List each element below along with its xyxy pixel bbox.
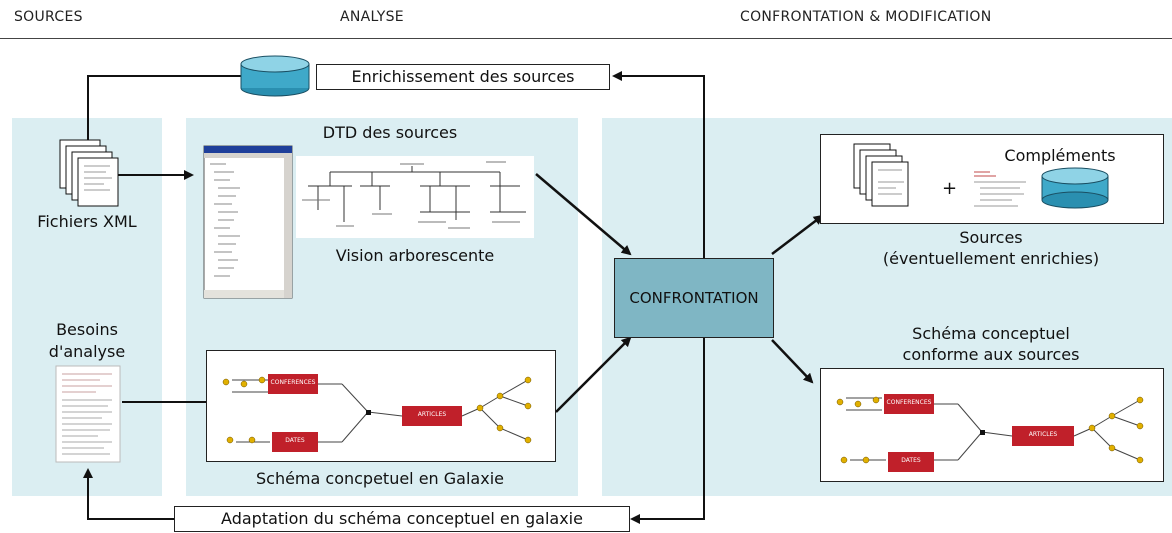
galaxy-label: Schéma concpetuel en Galaxie: [255, 469, 504, 488]
fact-conferences-result: CONFERENCES: [886, 399, 932, 406]
dtd-title: DTD des sources: [322, 123, 458, 142]
arrow-confrontation-to-sources: [771, 214, 824, 255]
schema-label-line2: conforme aux sources: [902, 345, 1080, 364]
galaxy-schema-box: [206, 350, 556, 462]
tree-label: Vision arborescente: [335, 246, 495, 265]
arrow-galaxy-to-confrontation: [555, 336, 632, 413]
needs-label-line1: Besoins: [56, 320, 118, 339]
adaptation-label: Adaptation du schéma conceptuel en galax…: [174, 506, 630, 532]
plus-sign: +: [942, 178, 958, 199]
arrow-adaptation-to-needs: [83, 468, 176, 520]
arrow-adaptation-return: [630, 490, 705, 524]
header-analyse: ANALYSE: [340, 9, 404, 25]
conform-schema-box: [820, 368, 1164, 482]
fact-articles-result: ARTICLES: [1028, 431, 1058, 438]
needs-label-line2: d'analyse: [48, 342, 126, 361]
arrow-enrichment-return: [612, 71, 705, 500]
fact-conferences: CONFERENCES: [270, 379, 316, 386]
fact-dates: DATES: [285, 437, 305, 444]
sources-label-line2: (éventuellement enrichies): [882, 249, 1100, 268]
header-divider: [0, 38, 1172, 39]
schema-label-line1: Schéma conceptuel: [912, 324, 1070, 343]
arrow-confrontation-to-schema: [771, 339, 814, 384]
complements-label: Compléments: [1004, 146, 1116, 165]
sources-label-line1: Sources: [959, 228, 1023, 247]
fact-articles: ARTICLES: [417, 411, 447, 418]
header-sources: SOURCES: [14, 9, 83, 25]
enrichment-label: Enrichissement des sources: [316, 64, 610, 90]
confrontation-box: CONFRONTATION: [614, 258, 774, 338]
fact-dates-result: DATES: [901, 457, 921, 464]
arrow-enrichment-to-files: [83, 75, 242, 150]
xml-files-label: Fichiers XML: [37, 212, 137, 231]
header-confrontation: CONFRONTATION & MODIFICATION: [740, 9, 992, 25]
arrow-tree-to-confrontation: [535, 173, 632, 256]
